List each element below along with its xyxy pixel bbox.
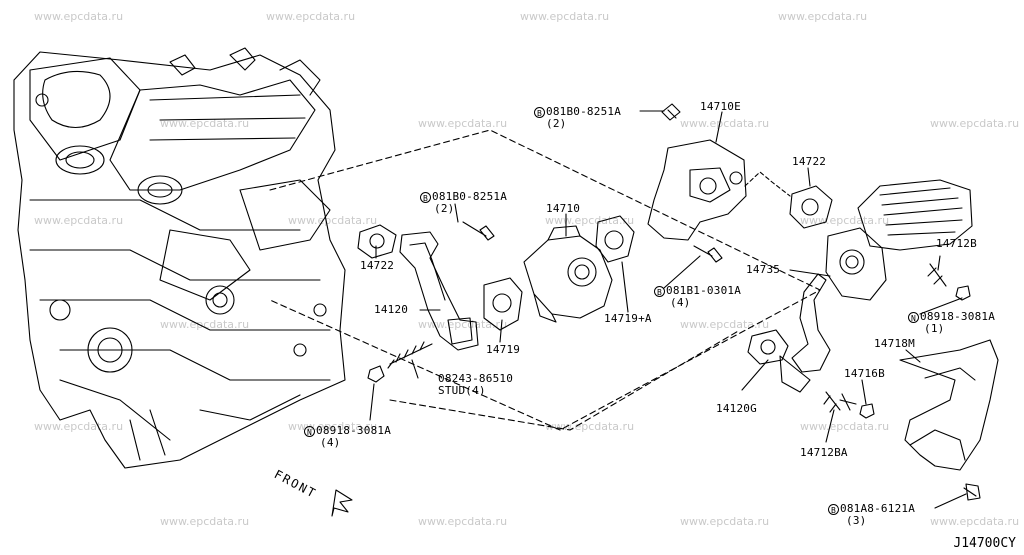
stud-14712ba xyxy=(823,391,841,413)
callout-14120g: 14120G xyxy=(716,402,757,415)
watermark: www.epcdata.ru xyxy=(778,10,868,23)
watermark: www.epcdata.ru xyxy=(800,420,890,433)
callout-nut-left-qty: (4) xyxy=(320,436,341,449)
stud-14712b xyxy=(927,263,947,287)
watermark: www.epcdata.ru xyxy=(160,117,250,130)
watermark: www.epcdata.ru xyxy=(418,515,508,528)
callout-14719: 14719 xyxy=(486,343,521,356)
bolt-bottom xyxy=(963,483,981,501)
callout-14716b: 14716B xyxy=(844,367,885,380)
watermark: www.epcdata.ru xyxy=(288,214,378,227)
callout-14722-right: 14722 xyxy=(792,155,827,168)
assembly-outline xyxy=(269,129,821,431)
callout-14710e: 14710E xyxy=(700,100,741,113)
callout-14722-left: 14722 xyxy=(360,259,395,272)
egr-valve-bracket xyxy=(647,139,747,241)
callout-14712b: 14712B xyxy=(936,237,977,250)
watermark: www.epcdata.ru xyxy=(160,515,250,528)
watermark: www.epcdata.ru xyxy=(418,117,508,130)
watermark: www.epcdata.ru xyxy=(266,10,356,23)
callout-14718m: 14718M xyxy=(874,337,915,350)
front-arrow-icon xyxy=(331,489,353,517)
bolt-mid xyxy=(462,221,495,241)
heat-shield xyxy=(899,339,999,471)
egr-tube-left xyxy=(399,231,479,351)
watermark: www.epcdata.ru xyxy=(520,10,610,23)
bolt-top xyxy=(661,103,681,121)
callout-14735: 14735 xyxy=(746,263,781,276)
watermark: www.epcdata.ru xyxy=(680,318,770,331)
callout-14710: 14710 xyxy=(546,202,581,215)
watermark: www.epcdata.ru xyxy=(34,420,124,433)
bolt-b1 xyxy=(693,245,723,263)
callout-bolt-bottom-qty: (3) xyxy=(846,514,867,527)
diagram-code: J14700CY xyxy=(953,536,1016,551)
watermark: www.epcdata.ru xyxy=(930,515,1020,528)
watermark: www.epcdata.ru xyxy=(160,318,250,331)
gasket-right xyxy=(789,185,833,229)
gasket-14719a xyxy=(595,215,635,263)
watermark: www.epcdata.ru xyxy=(545,214,635,227)
callout-stud-desc: STUD(4) xyxy=(438,384,486,397)
gasket-left xyxy=(357,224,397,259)
watermark: www.epcdata.ru xyxy=(930,117,1020,130)
watermark: www.epcdata.ru xyxy=(418,318,508,331)
watermark: www.epcdata.ru xyxy=(800,214,890,227)
callout-bolt-top-qty: (2) xyxy=(546,117,567,130)
gasket-14120g xyxy=(747,329,789,365)
callout-14712ba: 14712BA xyxy=(800,446,848,459)
watermark: www.epcdata.ru xyxy=(34,10,124,23)
watermark: www.epcdata.ru xyxy=(680,515,770,528)
stud xyxy=(387,341,433,369)
callout-bolt-b1-qty: (4) xyxy=(670,296,691,309)
egr-tube-14735 xyxy=(791,273,831,373)
callout-bolt-mid-qty: (2) xyxy=(434,202,455,215)
stud-14716b xyxy=(839,393,857,411)
nut-right xyxy=(955,285,971,301)
callout-nut-right-qty: (1) xyxy=(924,322,945,335)
nut-left xyxy=(367,365,385,383)
engine-block xyxy=(13,47,346,469)
callout-stud: 08243-86510 xyxy=(438,372,514,385)
gasket-14719 xyxy=(483,277,523,331)
watermark: www.epcdata.ru xyxy=(34,214,124,227)
callout-14719a: 14719+A xyxy=(604,312,652,325)
callout-14120: 14120 xyxy=(374,303,409,316)
watermark: www.epcdata.ru xyxy=(680,117,770,130)
egr-valve xyxy=(523,225,613,323)
